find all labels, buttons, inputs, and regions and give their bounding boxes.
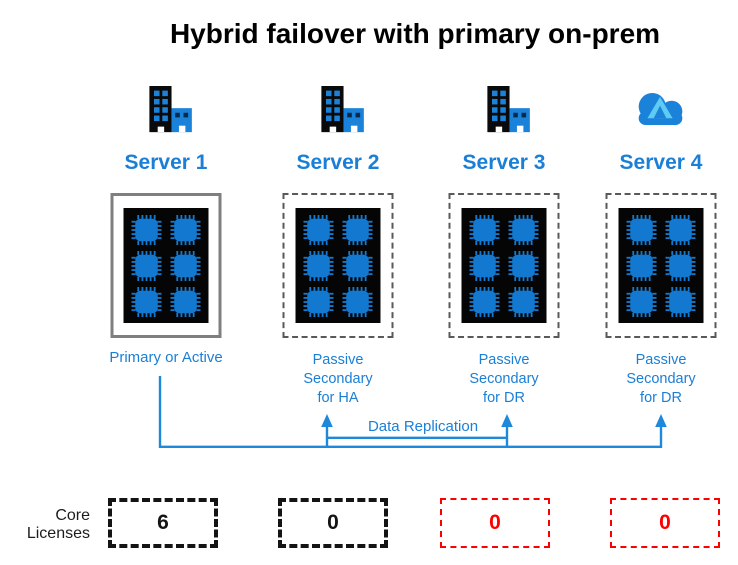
server-role-label: Passive Secondary for DR	[469, 352, 539, 406]
cpu-panel	[123, 208, 209, 323]
server-box-passive	[448, 193, 560, 338]
replication-main-line	[158, 376, 663, 448]
replication-bridge-line	[325, 426, 509, 447]
server-box-passive	[605, 193, 717, 338]
core-license-count-server2: 0	[278, 498, 388, 548]
server-column-3: Server 3 Passive Secondary for DR	[414, 0, 594, 565]
arrowhead-server2	[321, 414, 333, 427]
server-name: Server 2	[296, 151, 380, 174]
server-column-4: Server 4 Passive Secondary for DR	[571, 0, 738, 565]
server-column-1: Server 1 Primary or Active	[76, 0, 256, 565]
core-license-count-server4: 0	[610, 498, 720, 548]
server-name: Server 4	[619, 151, 703, 174]
server-role-label: Passive Secondary for HA	[303, 352, 373, 406]
server-box-passive	[282, 193, 394, 338]
core-licenses-label: Core Licenses	[26, 507, 90, 542]
cpu-panel	[461, 208, 547, 323]
core-license-count-server3: 0	[440, 498, 550, 548]
data-replication-label: Data Replication	[367, 418, 479, 435]
core-license-count-server1: 6	[108, 498, 218, 548]
server-role-label: Passive Secondary for DR	[626, 352, 696, 406]
cpu-panel	[618, 208, 704, 323]
server-column-2: Server 2 Passive Secondary for HA	[248, 0, 428, 565]
arrowhead-server4	[655, 414, 667, 427]
server-name: Server 3	[462, 151, 546, 174]
diagram-title: Hybrid failover with primary on-prem	[169, 18, 661, 49]
server-role-label: Primary or Active	[109, 349, 223, 366]
arrowhead-server3	[501, 414, 513, 427]
cpu-panel	[295, 208, 381, 323]
server-name: Server 1	[124, 151, 208, 174]
server-box-primary	[110, 193, 222, 338]
